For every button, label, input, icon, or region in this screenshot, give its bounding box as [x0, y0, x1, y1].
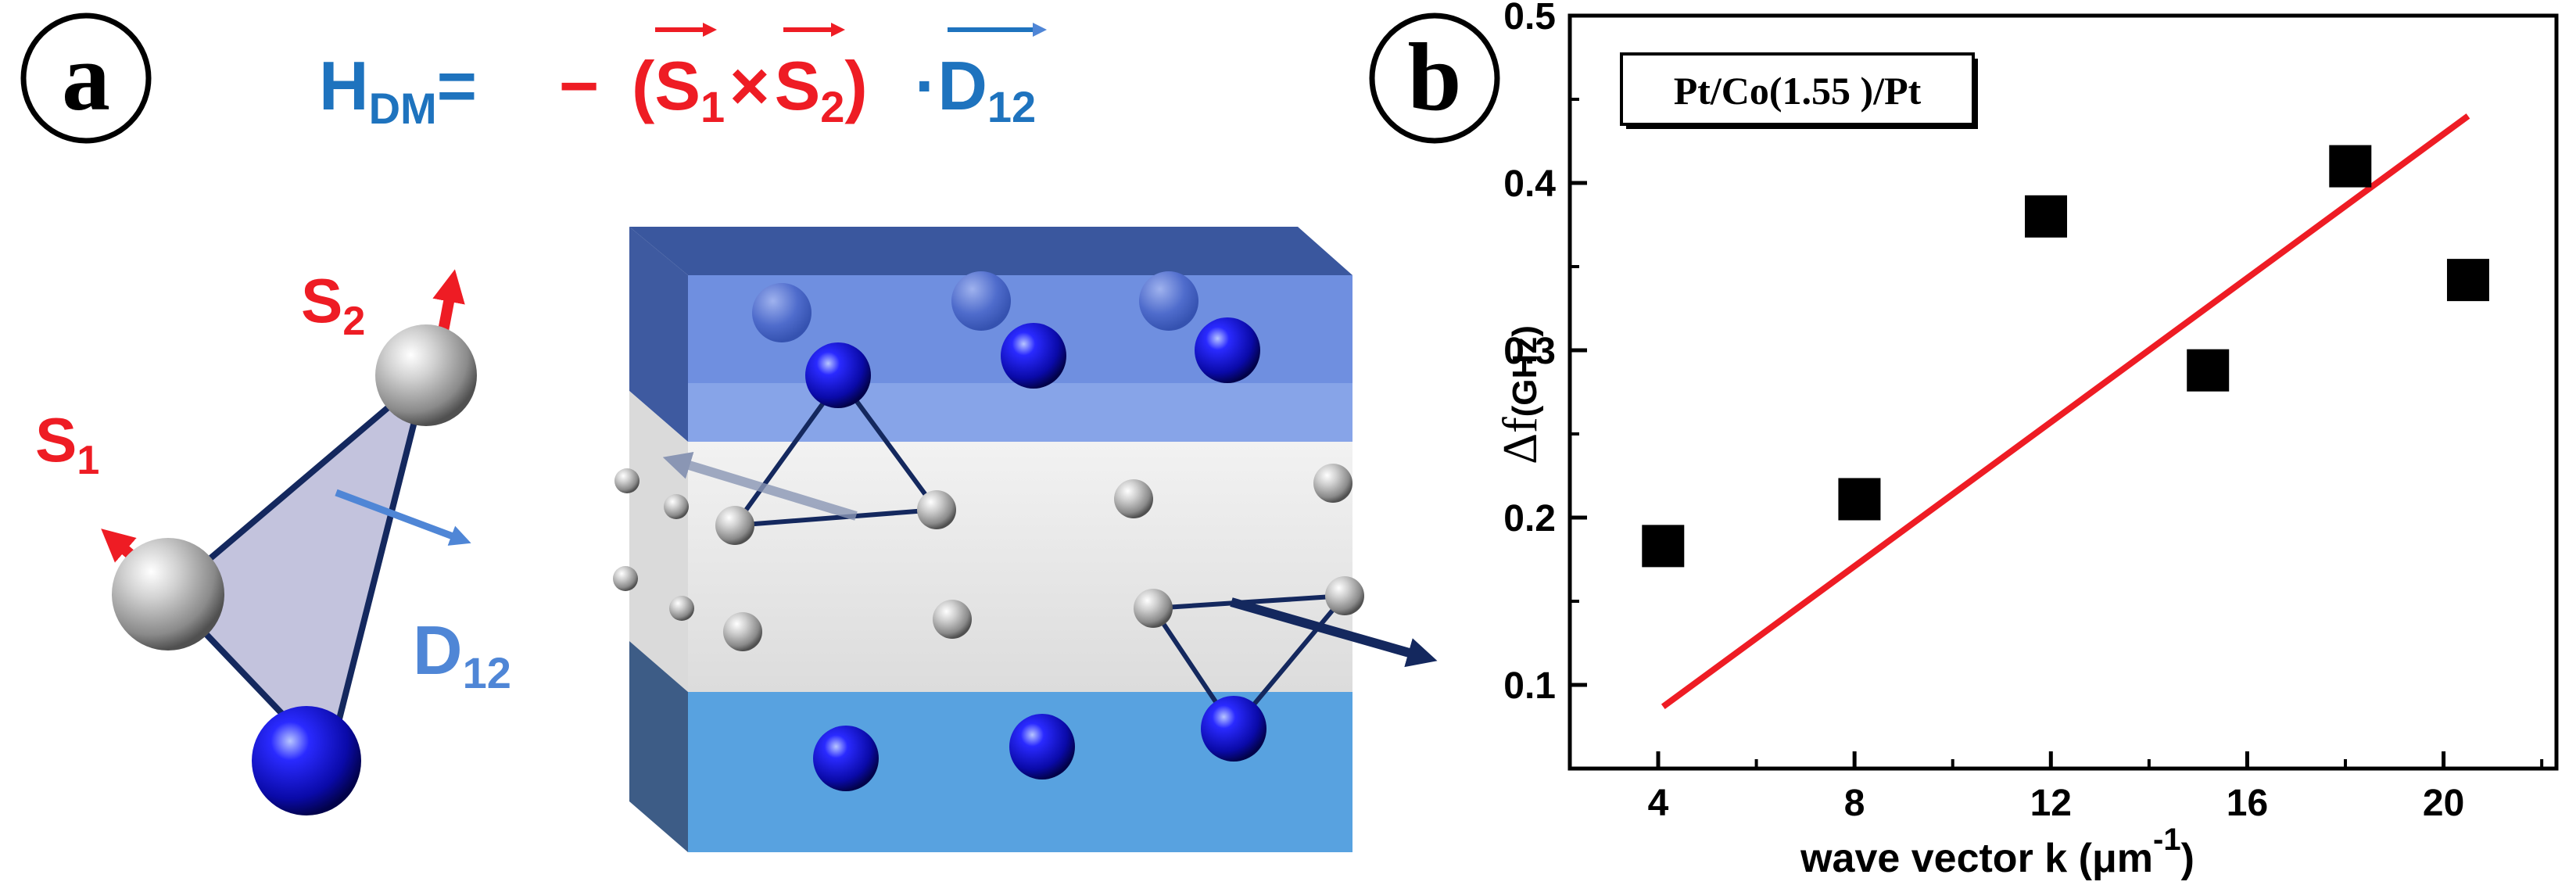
panel-b: b 4 8 12 16 20 0.1 0.2 0.3 0.4 0.5 Pt/Co(1.55 )/P… — [1369, 0, 2559, 881]
y-tick-label: 0.2 — [1503, 498, 1556, 539]
label-s1: S1 — [35, 405, 99, 483]
eq-minus: − — [559, 47, 599, 124]
dm-vector-arrow-icon — [1230, 597, 1438, 668]
data-point — [1642, 525, 1685, 568]
legend-box-text: Pt/Co(1.55 )/Pt — [1674, 69, 1922, 113]
multilayer-block — [613, 227, 1438, 852]
y-tick-label: 0.1 — [1503, 665, 1556, 707]
data-point — [2329, 145, 2372, 188]
dm-vector-back-arrow-icon — [662, 452, 858, 521]
atom-s2 — [375, 324, 477, 426]
x-tick-label: 8 — [1844, 783, 1865, 824]
svg-text:(S1×S2): (S1×S2) — [632, 47, 868, 131]
panel-b-label: b — [1369, 13, 1500, 144]
x-tick-label: 20 — [2423, 783, 2464, 824]
eq-s1: S — [654, 47, 700, 124]
dm-equation: HDM= − (S1×S2) ·D12 — [319, 23, 1047, 133]
eq-close-paren: ) — [844, 47, 867, 124]
data-point — [1838, 478, 1881, 521]
atom-pt — [252, 706, 361, 815]
data-point — [2446, 259, 2489, 302]
x-axis-label: wave vector k (μm-1) — [1800, 823, 2194, 881]
y-tick-label: 0.4 — [1503, 163, 1556, 205]
legend-box: Pt/Co(1.55 )/Pt — [1620, 52, 1978, 129]
x-tick-label: 4 — [1648, 783, 1669, 824]
data-points — [1642, 145, 2489, 568]
eq-h: H — [319, 47, 369, 124]
eq-s1-sub: 1 — [700, 82, 725, 131]
data-point — [2025, 195, 2068, 238]
eq-dot: · — [915, 47, 937, 124]
svg-text:HDM=: HDM= — [319, 47, 477, 133]
plot-frame — [1567, 13, 2559, 771]
panel-a-label: a — [20, 13, 152, 144]
eq-open-paren: ( — [632, 47, 655, 124]
label-d12: D12 — [413, 611, 511, 697]
eq-d: D — [937, 47, 987, 124]
eq-d-sub: 12 — [987, 82, 1036, 131]
fit-line — [1661, 113, 2470, 710]
atom-s1 — [112, 538, 224, 650]
eq-cross: × — [729, 47, 769, 124]
y-axis-label: Δf(GHz) — [1494, 325, 1547, 464]
atom-triplet: S2 S1 D12 — [35, 266, 511, 815]
layer-co — [688, 442, 1352, 692]
label-s2: S2 — [301, 266, 365, 344]
eq-s2-sub: 2 — [820, 82, 844, 131]
x-tick-label: 12 — [2030, 783, 2072, 824]
data-point — [2187, 349, 2230, 392]
chart-ticks: 4 8 12 16 20 0.1 0.2 0.3 0.4 0.5 — [1503, 0, 2544, 824]
svg-text:·D12: ·D12 — [915, 47, 1036, 131]
d12-arrow-icon — [335, 489, 471, 546]
dm-triangle — [168, 375, 426, 762]
panel-a: a HDM= − (S1×S2) ·D12 — [20, 13, 1438, 852]
eq-equals: = — [437, 47, 477, 124]
eq-s2: S — [775, 47, 821, 124]
panel-b-label-text: b — [1408, 23, 1462, 131]
x-tick-label: 16 — [2227, 783, 2268, 824]
panel-a-label-text: a — [62, 23, 110, 131]
y-tick-label: 0.5 — [1503, 0, 1556, 38]
block-top-face — [629, 227, 1352, 275]
eq-h-sub: DM — [369, 84, 437, 133]
y-tick-label: 0.3 — [1503, 331, 1556, 372]
